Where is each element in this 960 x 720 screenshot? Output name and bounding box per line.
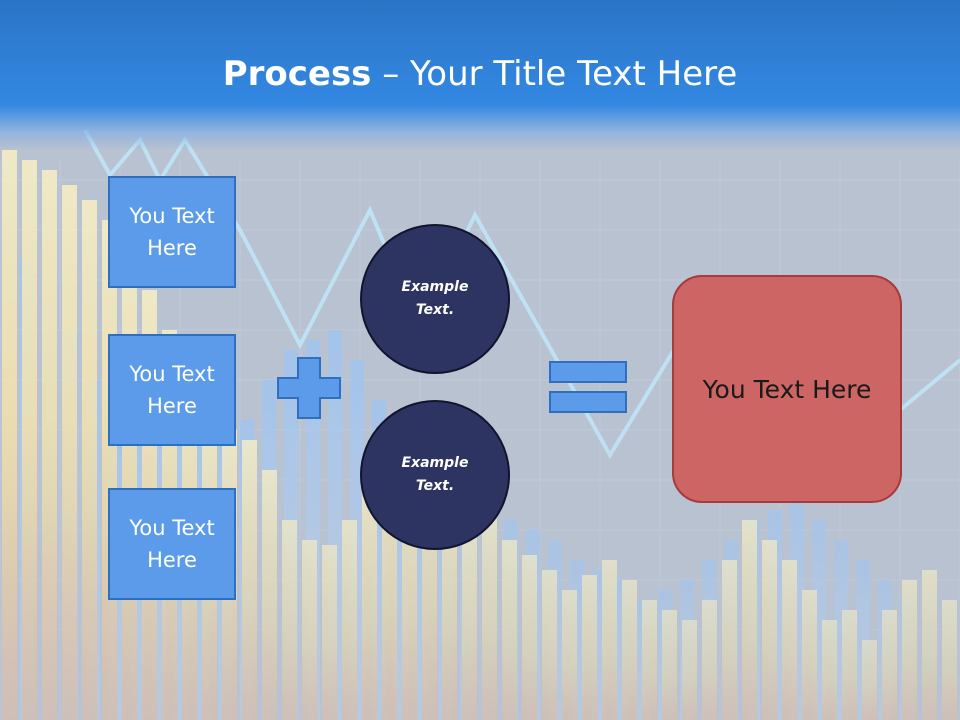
plus-sign[interactable] (276, 356, 342, 420)
equals-sign[interactable] (548, 360, 630, 416)
result-box[interactable]: You Text Here (672, 275, 902, 503)
text-box-1-label: You Text Here (129, 204, 215, 260)
example-circle-2[interactable]: Example Text. (360, 400, 510, 550)
text-box-3[interactable]: You Text Here (108, 488, 236, 600)
example-circle-2-label: Example Text. (401, 455, 469, 494)
slide-title[interactable]: Process – Your Title Text Here (0, 52, 960, 96)
text-box-3-label: You Text Here (129, 516, 215, 572)
example-circle-1[interactable]: Example Text. (360, 224, 510, 374)
title-banner (0, 0, 960, 150)
title-rest: – Your Title Text Here (371, 54, 738, 94)
text-box-2[interactable]: You Text Here (108, 334, 236, 446)
text-box-2-label: You Text Here (129, 362, 215, 418)
text-box-1[interactable]: You Text Here (108, 176, 236, 288)
example-circle-1-label: Example Text. (401, 279, 469, 318)
title-bold: Process (222, 54, 372, 94)
result-box-label: You Text Here (702, 374, 872, 404)
